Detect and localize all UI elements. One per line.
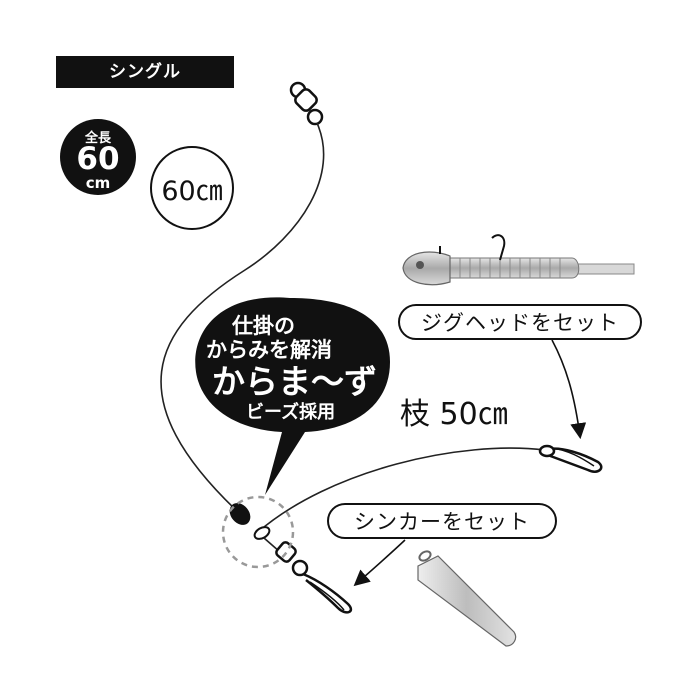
sinker-arrow — [353, 539, 406, 587]
branch-snap — [538, 444, 603, 473]
main-line — [160, 122, 325, 513]
jig-arrow — [551, 339, 587, 440]
callout-bubble — [195, 297, 390, 495]
total-length-unit: cm — [85, 174, 111, 192]
bead — [229, 503, 251, 525]
total-length-badge: 全長 60 cm — [60, 119, 136, 195]
callout-line-3: からま〜ず — [212, 362, 377, 401]
callout-line-2: からみを解消 — [206, 338, 332, 362]
callout-line-1: 仕掛の — [232, 314, 295, 338]
rig-type-badge: シングル — [56, 56, 234, 88]
branch-connector — [253, 526, 271, 540]
branch-length-label: 枝 50㎝ — [400, 397, 508, 432]
jig-head-label: ジグヘッドをセット — [398, 304, 642, 340]
bead-highlight-circle — [221, 495, 295, 569]
callout-line-4: ビーズ採用 — [246, 402, 336, 423]
jig-head-lure — [402, 234, 635, 286]
top-swivel — [289, 81, 324, 126]
total-length-value: 60 — [76, 141, 120, 177]
branch-line — [257, 447, 546, 533]
sinker — [417, 550, 517, 647]
main-line-length-label: 60㎝ — [150, 146, 234, 230]
total-length-caption: 全長 — [84, 131, 111, 146]
lower-swivel-snap — [263, 537, 353, 614]
sinker-label: シンカーをセット — [327, 503, 557, 539]
